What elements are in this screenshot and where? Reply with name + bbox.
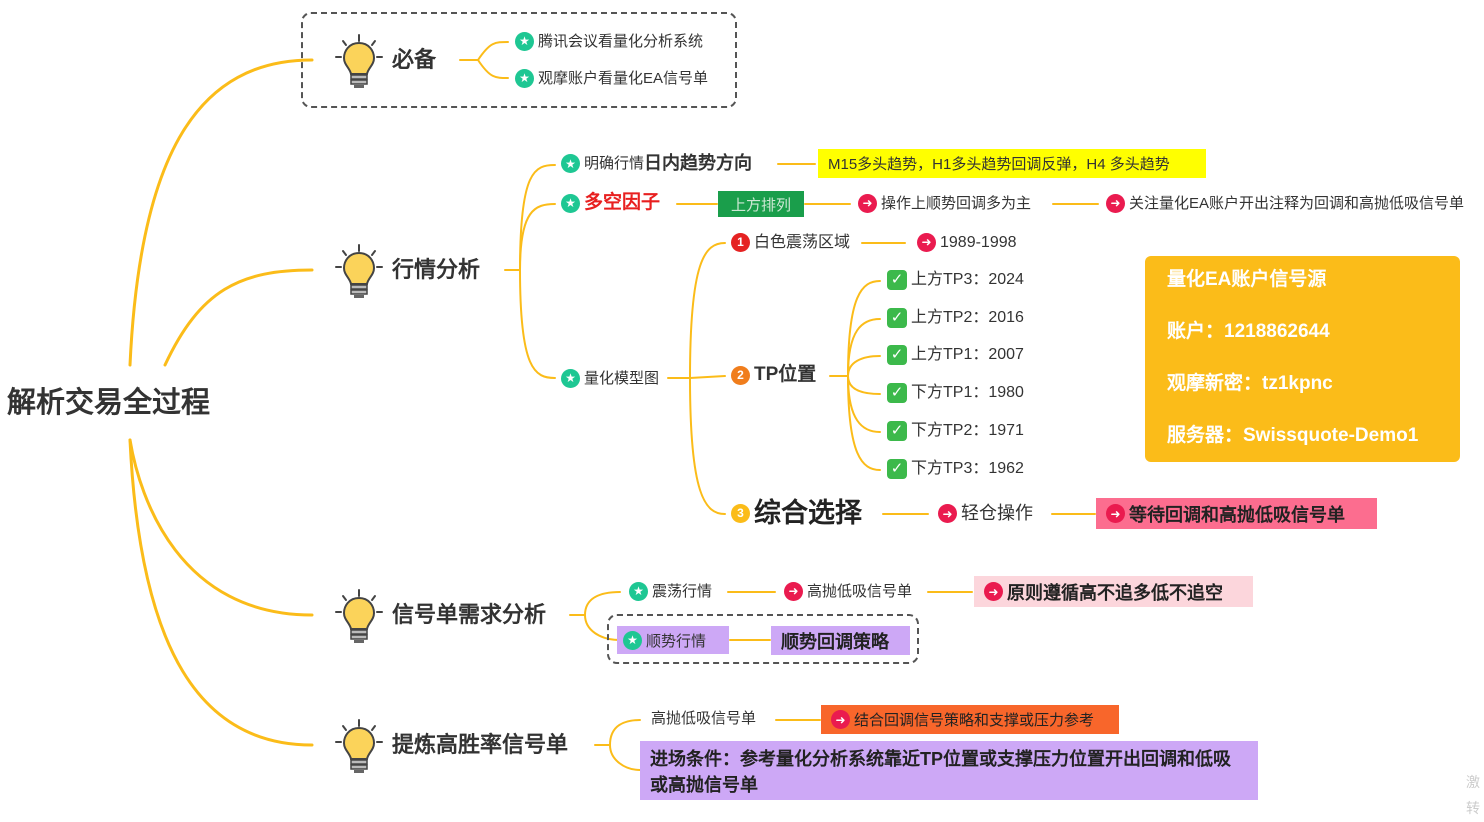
prep-item-label: 观摩账户看量化EA信号单: [538, 69, 709, 87]
account-signal-card: 量化EA账户信号源 账户：1218862644 观摩新密：tz1kpnc 服务器…: [1145, 256, 1460, 462]
star-circle-icon: ★: [515, 69, 534, 88]
arrow-right-circle-icon: ➜: [984, 582, 1003, 601]
lightbulb-icon: [335, 589, 383, 643]
tp-level: ✓下方TP2：1971: [887, 421, 1024, 441]
arrow-right-circle-icon: ➜: [1106, 194, 1125, 213]
direction-emphasis: 日内趋势方向: [644, 153, 753, 173]
refine-entry-box: 进场条件：参考量化分析系统靠近TP位置或支撑压力位置开出回调和低吸或高抛信号单: [640, 741, 1258, 800]
refine-detail-label: 结合回调信号策略和支撑或压力参考: [854, 712, 1095, 729]
refine-detail-box: ➜ 结合回调信号策略和支撑或压力参考: [821, 705, 1119, 734]
number-circle-icon: 1: [731, 233, 750, 253]
card-account: 账户：1218862644: [1167, 321, 1330, 342]
factor-step1-label: 操作上顺势回调多为主: [881, 194, 1032, 212]
check-box-icon: ✓: [887, 383, 907, 403]
market-factor: ★ 多空因子: [561, 192, 660, 215]
choice-label: 综合选择: [754, 498, 862, 528]
choice-action: ➜ 轻仓操作: [938, 503, 1033, 525]
check-box-icon: ✓: [887, 421, 907, 441]
watermark-char: 激: [1466, 774, 1480, 790]
lightbulb-icon: [335, 34, 383, 88]
choice-result-box: ➜ 等待回调和高抛低吸信号单: [1096, 498, 1377, 529]
choice-action-label: 轻仓操作: [961, 503, 1033, 523]
factor-step1: ➜ 操作上顺势回调多为主: [858, 194, 1031, 213]
branch-prep-label: 必备: [392, 47, 437, 72]
market-model: ★ 量化模型图: [561, 369, 659, 388]
range-rule-label: 原则遵循高不追多低不追空: [1007, 582, 1223, 603]
tp-level: ✓下方TP3：1962: [887, 459, 1024, 479]
trend-market-box: ★ 顺势行情: [617, 626, 729, 654]
tp-level-label: 下方TP1：1980: [911, 384, 1024, 402]
tp-level: ✓上方TP1：2007: [887, 345, 1024, 365]
arrow-right-circle-icon: ➜: [938, 504, 957, 524]
check-box-icon: ✓: [887, 345, 907, 365]
arrow-right-circle-icon: ➜: [784, 582, 803, 601]
range-market: ★ 震荡行情: [629, 582, 712, 601]
branch-signal-label: 信号单需求分析: [392, 602, 547, 627]
card-server: 服务器：Swissquote-Demo1: [1167, 425, 1419, 446]
model-choice: 3 综合选择: [731, 497, 862, 529]
lightbulb-icon: [335, 244, 383, 298]
factor-step2: ➜ 关注量化EA账户开出注释为回调和高抛低吸信号单: [1106, 194, 1464, 213]
tp-level: ✓上方TP3：2024: [887, 270, 1024, 290]
arrow-right-circle-icon: ➜: [1106, 504, 1125, 523]
branch-market-label: 行情分析: [392, 257, 481, 282]
tp-level: ✓上方TP2：2016: [887, 308, 1024, 328]
factor-label: 多空因子: [584, 192, 661, 213]
arrow-right-circle-icon: ➜: [917, 233, 936, 253]
range-market-label: 震荡行情: [652, 582, 713, 600]
tp-label: TP位置: [754, 364, 817, 385]
tp-level-label: 下方TP2：1971: [911, 422, 1024, 440]
trend-market-label: 顺势行情: [646, 632, 707, 650]
check-box-icon: ✓: [887, 459, 907, 479]
direction-prefix: 明确行情: [584, 154, 645, 172]
trend-strategy-box: 顺势回调策略: [771, 626, 910, 655]
trend-group-frame: [607, 614, 919, 664]
tp-level-label: 上方TP3：2024: [911, 271, 1024, 289]
tp-level-label: 下方TP3：1962: [911, 460, 1024, 478]
card-title: 量化EA账户信号源: [1167, 269, 1327, 290]
zone-range: ➜ 1989-1998: [917, 233, 1017, 253]
star-circle-icon: ★: [561, 193, 580, 213]
prep-item: ★ 腾讯会议看量化分析系统: [515, 32, 703, 51]
star-circle-icon: ★: [515, 32, 534, 51]
star-circle-icon: ★: [561, 154, 580, 174]
prep-item: ★ 观摩账户看量化EA信号单: [515, 69, 708, 88]
range-signal-label: 高抛低吸信号单: [807, 582, 913, 600]
card-password: 观摩新密：tz1kpnc: [1167, 373, 1333, 394]
lightbulb-icon: [335, 719, 383, 773]
prep-group-frame: [301, 12, 737, 108]
zone-label: 白色震荡区域: [754, 234, 851, 251]
branch-refine-label: 提炼高胜率信号单: [392, 732, 569, 757]
star-circle-icon: ★: [623, 630, 642, 650]
model-zone: 1 白色震荡区域: [731, 233, 851, 253]
refine-sub-label: 高抛低吸信号单: [651, 710, 757, 727]
watermark-char: 转: [1466, 800, 1480, 816]
model-tp: 2 TP位置: [731, 364, 816, 387]
direction-detail-box: M15多头趋势，H1多头趋势回调反弹，H4 多头趋势: [818, 149, 1206, 178]
star-circle-icon: ★: [629, 582, 648, 601]
tp-level-label: 上方TP2：2016: [911, 309, 1024, 327]
range-rule-box: ➜ 原则遵循高不追多低不追空: [974, 576, 1253, 607]
model-label: 量化模型图: [584, 369, 660, 387]
market-direction: ★ 明确行情日内趋势方向: [561, 153, 752, 175]
number-circle-icon: 2: [731, 365, 750, 385]
star-circle-icon: ★: [561, 369, 580, 388]
arrow-right-circle-icon: ➜: [831, 710, 850, 729]
prep-item-label: 腾讯会议看量化分析系统: [538, 32, 704, 50]
check-box-icon: ✓: [887, 308, 907, 328]
root-topic: 解析交易全过程: [7, 387, 211, 419]
tp-level: ✓下方TP1：1980: [887, 383, 1024, 403]
choice-result-label: 等待回调和高抛低吸信号单: [1129, 504, 1345, 525]
factor-step2-label: 关注量化EA账户开出注释为回调和高抛低吸信号单: [1129, 194, 1465, 212]
range-signal: ➜ 高抛低吸信号单: [784, 582, 912, 601]
arrow-right-circle-icon: ➜: [858, 194, 877, 213]
check-box-icon: ✓: [887, 270, 907, 290]
number-circle-icon: 3: [731, 503, 750, 523]
factor-tag: 上方排列: [718, 191, 804, 217]
zone-range-value: 1989-1998: [940, 234, 1017, 251]
tp-level-label: 上方TP1：2007: [911, 346, 1024, 364]
